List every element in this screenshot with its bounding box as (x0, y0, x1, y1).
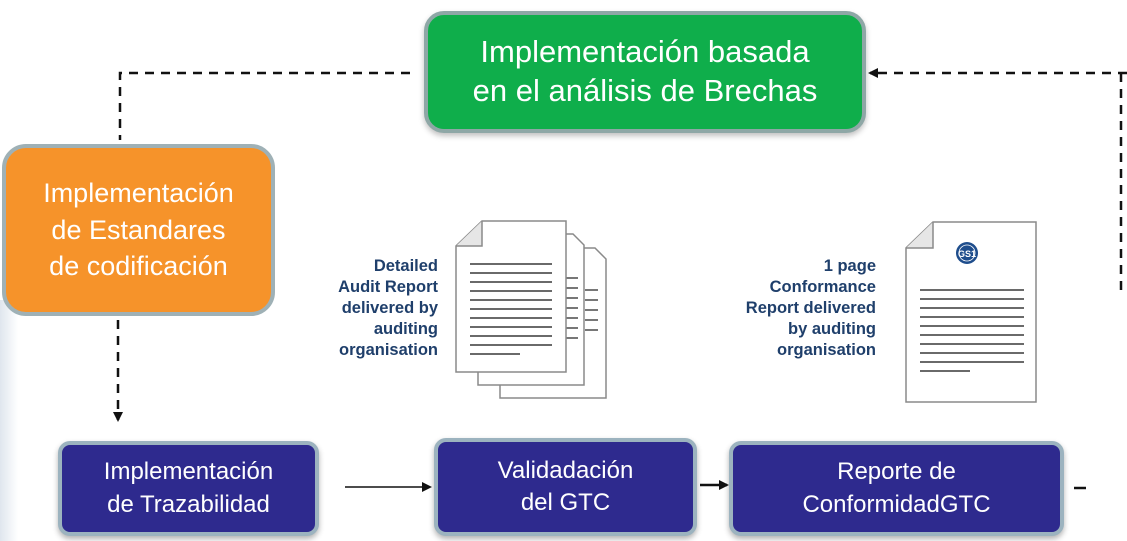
conformance-report-box: Reporte de ConformidadGTC (729, 441, 1064, 536)
dashed-connector-top-left (118, 71, 410, 140)
gs1-logo-text: GS1 (958, 249, 976, 259)
gap-analysis-box: Implementación basada en el análisis de … (424, 11, 866, 133)
traceability-box: Implementación de Trazabilidad (58, 441, 319, 536)
audit-report-caption: Detailed Audit Report delivered by audit… (338, 257, 438, 359)
gtc-validation-box: Validadación del GTC (434, 438, 697, 536)
coding-standards-box: Implementación de Estandares de codifica… (2, 144, 275, 316)
single-document-icon (905, 221, 1037, 403)
conformance-report-caption: 1 page Conformance Report delivered by a… (745, 257, 876, 359)
left-edge-shade (0, 300, 18, 541)
gs1-logo-icon: GS1 (956, 242, 978, 264)
stacked-documents-icon (455, 220, 607, 399)
